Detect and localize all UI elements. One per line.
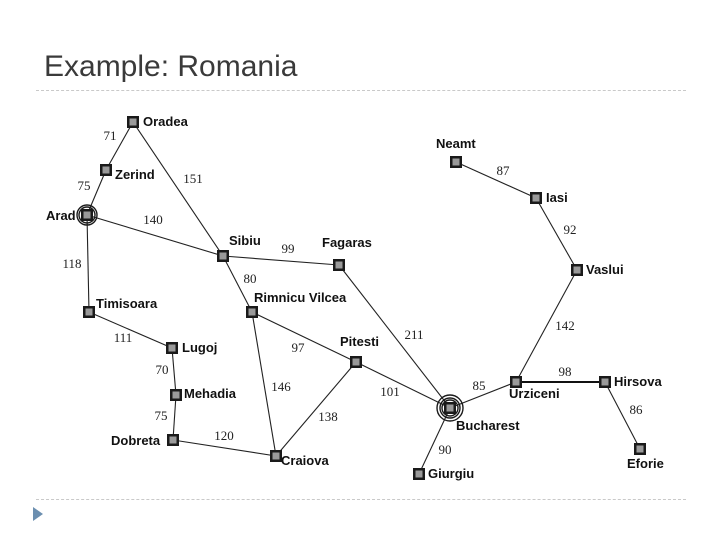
city-node-urziceni xyxy=(510,376,522,388)
city-node-iasi xyxy=(530,192,542,204)
road-oradea-zerind xyxy=(105,121,134,171)
city-node-vaslui xyxy=(571,264,583,276)
city-label-dobreta: Dobreta xyxy=(111,433,161,448)
distance-label-vaslui-iasi: 92 xyxy=(564,222,577,237)
road-iasi-neamt xyxy=(455,161,537,199)
road-dobreta-craiova xyxy=(172,439,277,457)
road-sibiu-fagaras xyxy=(222,255,340,266)
distance-label-oradea-zerind: 71 xyxy=(104,128,117,143)
city-label-sibiu: Sibiu xyxy=(229,233,261,248)
footer-divider xyxy=(36,499,686,500)
road-craiova-pitesti xyxy=(275,361,357,457)
road-oradea-sibiu xyxy=(132,121,224,257)
road-bucharest-urziceni xyxy=(449,381,517,409)
city-node-eforie xyxy=(634,443,646,455)
road-arad-timisoara xyxy=(86,214,90,313)
city-label-urziceni: Urziceni xyxy=(509,386,560,401)
road-rimnicu-pitesti xyxy=(251,311,357,363)
distance-label-sibiu-rimnicu: 80 xyxy=(244,271,257,286)
city-node-zerind xyxy=(100,164,112,176)
city-label-craiova: Craiova xyxy=(281,453,329,468)
distance-label-mehadia-dobreta: 75 xyxy=(155,408,168,423)
city-node-pitesti xyxy=(350,356,362,368)
road-arad-sibiu xyxy=(86,214,224,257)
city-node-craiova xyxy=(270,450,282,462)
city-nodes xyxy=(76,116,646,480)
distance-label-oradea-sibiu: 151 xyxy=(183,171,203,186)
bullet-arrow-icon xyxy=(33,507,43,521)
road-sibiu-rimnicu xyxy=(222,255,253,313)
city-label-mehadia: Mehadia xyxy=(184,386,237,401)
city-label-arad: Arad xyxy=(46,208,76,223)
distance-labels: 71 75 151 140 118 111 70 75 120 99 80 97 146 138 211 10… xyxy=(62,128,643,457)
road-pitesti-bucharest xyxy=(355,361,451,409)
city-label-pitesti: Pitesti xyxy=(340,334,379,349)
city-label-giurgiu: Giurgiu xyxy=(428,466,474,481)
city-label-lugoj: Lugoj xyxy=(182,340,217,355)
distance-label-urziceni-vaslui: 142 xyxy=(555,318,575,333)
distance-label-dobreta-craiova: 120 xyxy=(214,428,234,443)
city-label-oradea: Oradea xyxy=(143,114,189,129)
city-node-dobreta xyxy=(167,434,179,446)
city-node-neamt xyxy=(450,156,462,168)
distance-label-timisoara-lugoj: 111 xyxy=(114,330,133,345)
city-label-hirsova: Hirsova xyxy=(614,374,662,389)
city-label-iasi: Iasi xyxy=(546,190,568,205)
distance-label-sibiu-fagaras: 99 xyxy=(282,241,295,256)
distance-label-arad-sibiu: 140 xyxy=(143,212,163,227)
distance-label-arad-timisoara: 118 xyxy=(62,256,81,271)
city-node-lugoj xyxy=(166,342,178,354)
distance-label-zerind-arad: 75 xyxy=(78,178,91,193)
city-node-giurgiu xyxy=(413,468,425,480)
road-vaslui-iasi xyxy=(535,197,578,271)
distance-label-hirsova-eforie: 86 xyxy=(630,402,644,417)
distance-label-lugoj-mehadia: 70 xyxy=(156,362,169,377)
distance-label-craiova-pitesti: 138 xyxy=(318,409,338,424)
city-label-zerind: Zerind xyxy=(115,167,155,182)
city-node-timisoara xyxy=(83,306,95,318)
city-label-fagaras: Fagaras xyxy=(322,235,372,250)
city-node-rimnicu xyxy=(246,306,258,318)
road-hirsova-eforie xyxy=(604,381,641,450)
city-label-vaslui: Vaslui xyxy=(586,262,624,277)
road-lugoj-mehadia xyxy=(171,347,177,396)
distance-label-bucharest-giurgiu: 90 xyxy=(439,442,452,457)
road-mehadia-dobreta xyxy=(172,394,177,441)
city-node-arad xyxy=(76,204,98,226)
city-label-eforie: Eforie xyxy=(627,456,664,471)
city-node-hirsova xyxy=(599,376,611,388)
city-node-oradea xyxy=(127,116,139,128)
title-divider xyxy=(36,90,686,91)
distance-label-rimnicu-pitesti: 97 xyxy=(292,340,306,355)
road-timisoara-lugoj xyxy=(88,311,173,349)
city-label-neamt: Neamt xyxy=(436,136,476,151)
city-label-bucharest: Bucharest xyxy=(456,418,520,433)
road-fagaras-bucharest xyxy=(338,264,451,409)
road-edges xyxy=(86,121,641,475)
distance-label-rimnicu-craiova: 146 xyxy=(271,379,291,394)
slide-title: Example: Romania xyxy=(44,50,298,83)
city-node-bucharest xyxy=(436,394,464,422)
distance-label-fagaras-bucharest: 211 xyxy=(404,327,423,342)
city-label-timisoara: Timisoara xyxy=(96,296,158,311)
city-node-mehadia xyxy=(170,389,182,401)
distance-label-pitesti-bucharest: 101 xyxy=(380,384,400,399)
city-label-rimnicu: Rimnicu Vilcea xyxy=(254,290,347,305)
distance-label-bucharest-urziceni: 85 xyxy=(473,378,486,393)
road-rimnicu-craiova xyxy=(251,311,277,457)
city-labels: OradeaZerindAradTimisoaraLugojMehadiaDob… xyxy=(46,114,664,481)
road-bucharest-giurgiu xyxy=(418,407,451,475)
city-node-fagaras xyxy=(333,259,345,271)
road-urziceni-vaslui xyxy=(515,269,578,383)
city-node-sibiu xyxy=(217,250,229,262)
distance-label-urziceni-hirsova: 98 xyxy=(559,364,572,379)
distance-label-iasi-neamt: 87 xyxy=(497,163,511,178)
